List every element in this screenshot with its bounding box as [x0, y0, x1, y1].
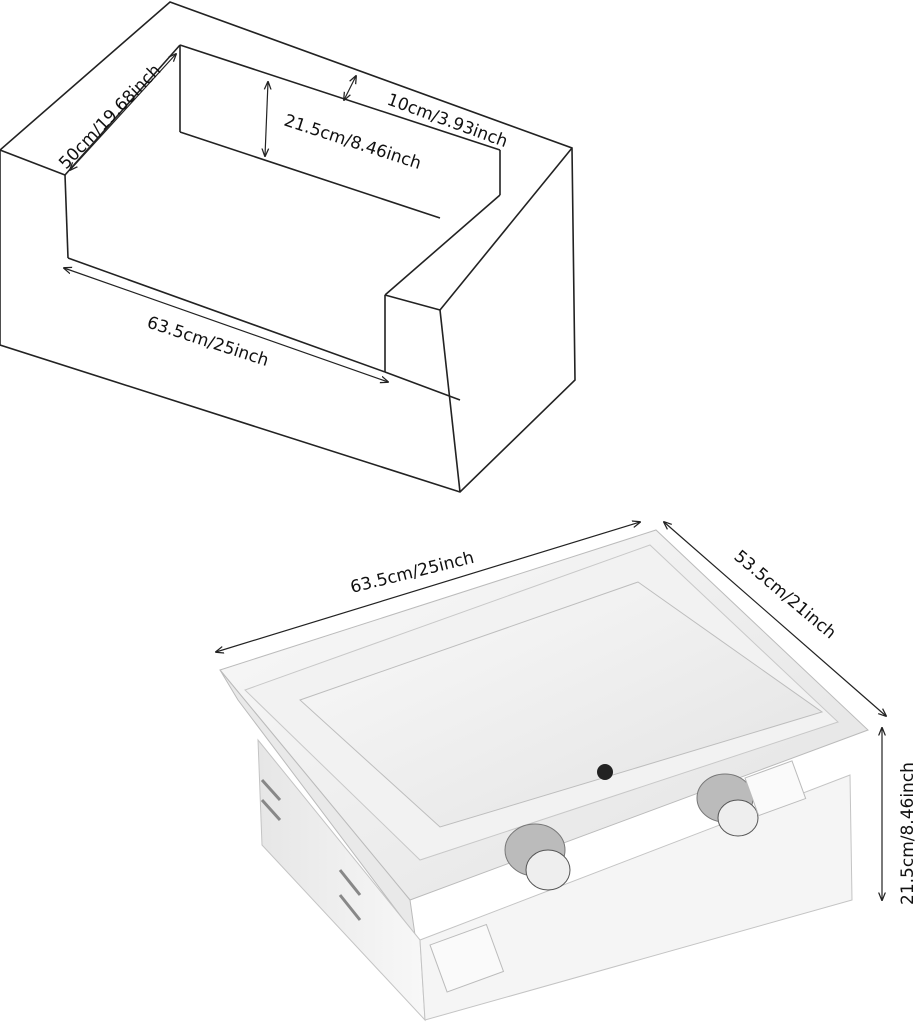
island-cutout-sketch: 50cm/19.68inch 10cm/3.93inch 21.5cm/8.46… — [0, 1, 576, 493]
info-label — [744, 760, 807, 817]
depth-arrow — [70, 54, 176, 170]
top-width-label: 63.5cm/25inch — [144, 313, 271, 371]
griddle-front-panel — [419, 774, 853, 1021]
island-outline — [0, 1, 576, 493]
product-width-arrow — [216, 522, 640, 652]
control-knob-left[interactable] — [504, 823, 571, 891]
width-arrow — [64, 268, 388, 382]
height-arrow — [265, 82, 268, 156]
wall-arrow — [344, 76, 356, 100]
product-height-label: 21.5cm/8.46inch — [898, 762, 917, 905]
top-depth-label: 50cm/19.68inch — [55, 61, 165, 174]
product-depth-arrow — [664, 522, 886, 716]
top-height-label: 21.5cm/8.46inch — [281, 111, 423, 174]
product-width-label: 63.5cm/25inch — [348, 548, 476, 598]
top-wall-label: 10cm/3.93inch — [384, 90, 510, 152]
lid-handle-hole — [597, 764, 613, 780]
griddle-product: 63.5cm/25inch 53.5cm/21inch 21.5cm/8.46i… — [216, 522, 917, 1022]
lighting-instructions-label — [429, 923, 505, 993]
